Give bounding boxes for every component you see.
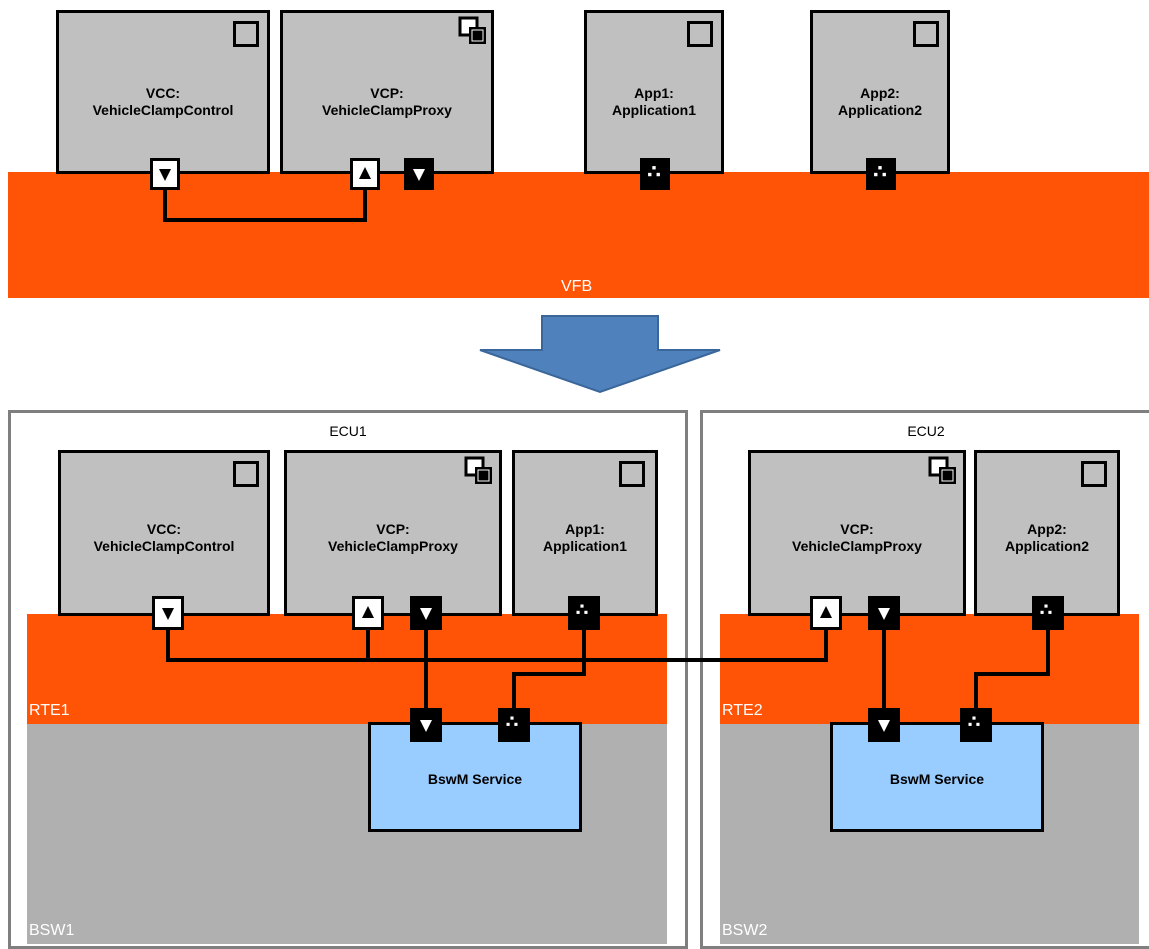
vfb-component-app2[interactable]: App2: Application2: [810, 10, 950, 174]
atomic-component-icon: [233, 21, 259, 47]
ecu1-vcc-require-port[interactable]: [152, 596, 184, 630]
ecu1-frame: ECU1: [8, 410, 688, 949]
proxy-component-icon: [458, 16, 486, 44]
bsw2-label: BSW2: [722, 922, 768, 939]
ecu2-frame: ECU2: [700, 410, 1149, 949]
component-title: App1: Application1: [542, 521, 627, 554]
vfb-component-vcp[interactable]: VCP: VehicleClampProxy: [280, 10, 494, 174]
atomic-component-icon: [1081, 461, 1107, 487]
atomic-component-icon: [619, 461, 645, 487]
component-title: VCC: VehicleClampControl: [92, 85, 234, 118]
ecu1-bswm-mode-port[interactable]: [498, 708, 530, 742]
ecu2-vcp-service-port[interactable]: [868, 596, 900, 630]
atomic-component-icon: [687, 21, 713, 47]
rte1-band: RTE1: [27, 614, 667, 724]
component-title: App1: Application1: [611, 85, 696, 118]
ecu1-title: ECU1: [329, 423, 367, 439]
vfb-label: VFB: [561, 278, 593, 295]
ecu1-vcp-provide-port[interactable]: [352, 596, 384, 630]
ecu1-bswm-service-port[interactable]: [410, 708, 442, 742]
proxy-component-icon: [928, 456, 956, 484]
component-title: VCP: VehicleClampProxy: [322, 85, 452, 118]
component-title: App2: Application2: [1004, 521, 1089, 554]
proxy-component-icon: [464, 456, 492, 484]
ecu1-component-vcp[interactable]: VCP: VehicleClampProxy: [284, 450, 502, 616]
ecu1-vcp-service-port[interactable]: [410, 596, 442, 630]
mapping-arrow-icon: [479, 315, 721, 394]
rte2-label: RTE2: [722, 702, 763, 719]
vfb-app2-mode-port[interactable]: [866, 158, 896, 190]
ecu1-bswm-service[interactable]: BswM Service: [368, 722, 582, 832]
vfb-vcp-provide-port[interactable]: [350, 158, 380, 190]
ecu2-bswm-mode-port[interactable]: [960, 708, 992, 742]
ecu1-component-vcc[interactable]: VCC: VehicleClampControl: [58, 450, 270, 616]
vfb-vcc-require-port[interactable]: [150, 158, 180, 190]
atomic-component-icon: [913, 21, 939, 47]
service-title: BswM Service: [427, 771, 523, 787]
ecu1-component-app1[interactable]: App1: Application1: [512, 450, 658, 616]
ecu2-vcp-provide-port[interactable]: [810, 596, 842, 630]
vfb-component-vcc[interactable]: VCC: VehicleClampControl: [56, 10, 270, 174]
rte1-label: RTE1: [29, 702, 70, 719]
vfb-app1-mode-port[interactable]: [640, 158, 670, 190]
ecu2-component-app2[interactable]: App2: Application2: [974, 450, 1120, 616]
ecu2-component-vcp[interactable]: VCP: VehicleClampProxy: [748, 450, 966, 616]
component-title: VCP: VehicleClampProxy: [328, 521, 458, 554]
service-title: BswM Service: [889, 771, 985, 787]
rte2-band: RTE2: [720, 614, 1139, 724]
ecu2-bswm-service-port[interactable]: [868, 708, 900, 742]
ecu2-bswm-service[interactable]: BswM Service: [830, 722, 1044, 832]
vfb-band: VFB: [8, 172, 1149, 298]
ecu2-app2-mode-port[interactable]: [1032, 596, 1064, 630]
ecu1-app1-mode-port[interactable]: [568, 596, 600, 630]
vfb-vcp-service-port[interactable]: [404, 158, 434, 190]
vfb-component-app1[interactable]: App1: Application1: [584, 10, 724, 174]
ecu2-title: ECU2: [907, 423, 945, 439]
atomic-component-icon: [233, 461, 259, 487]
bsw1-label: BSW1: [29, 922, 75, 939]
component-title: VCP: VehicleClampProxy: [792, 521, 922, 554]
component-title: App2: Application2: [837, 85, 922, 118]
component-title: VCC: VehicleClampControl: [93, 521, 235, 554]
